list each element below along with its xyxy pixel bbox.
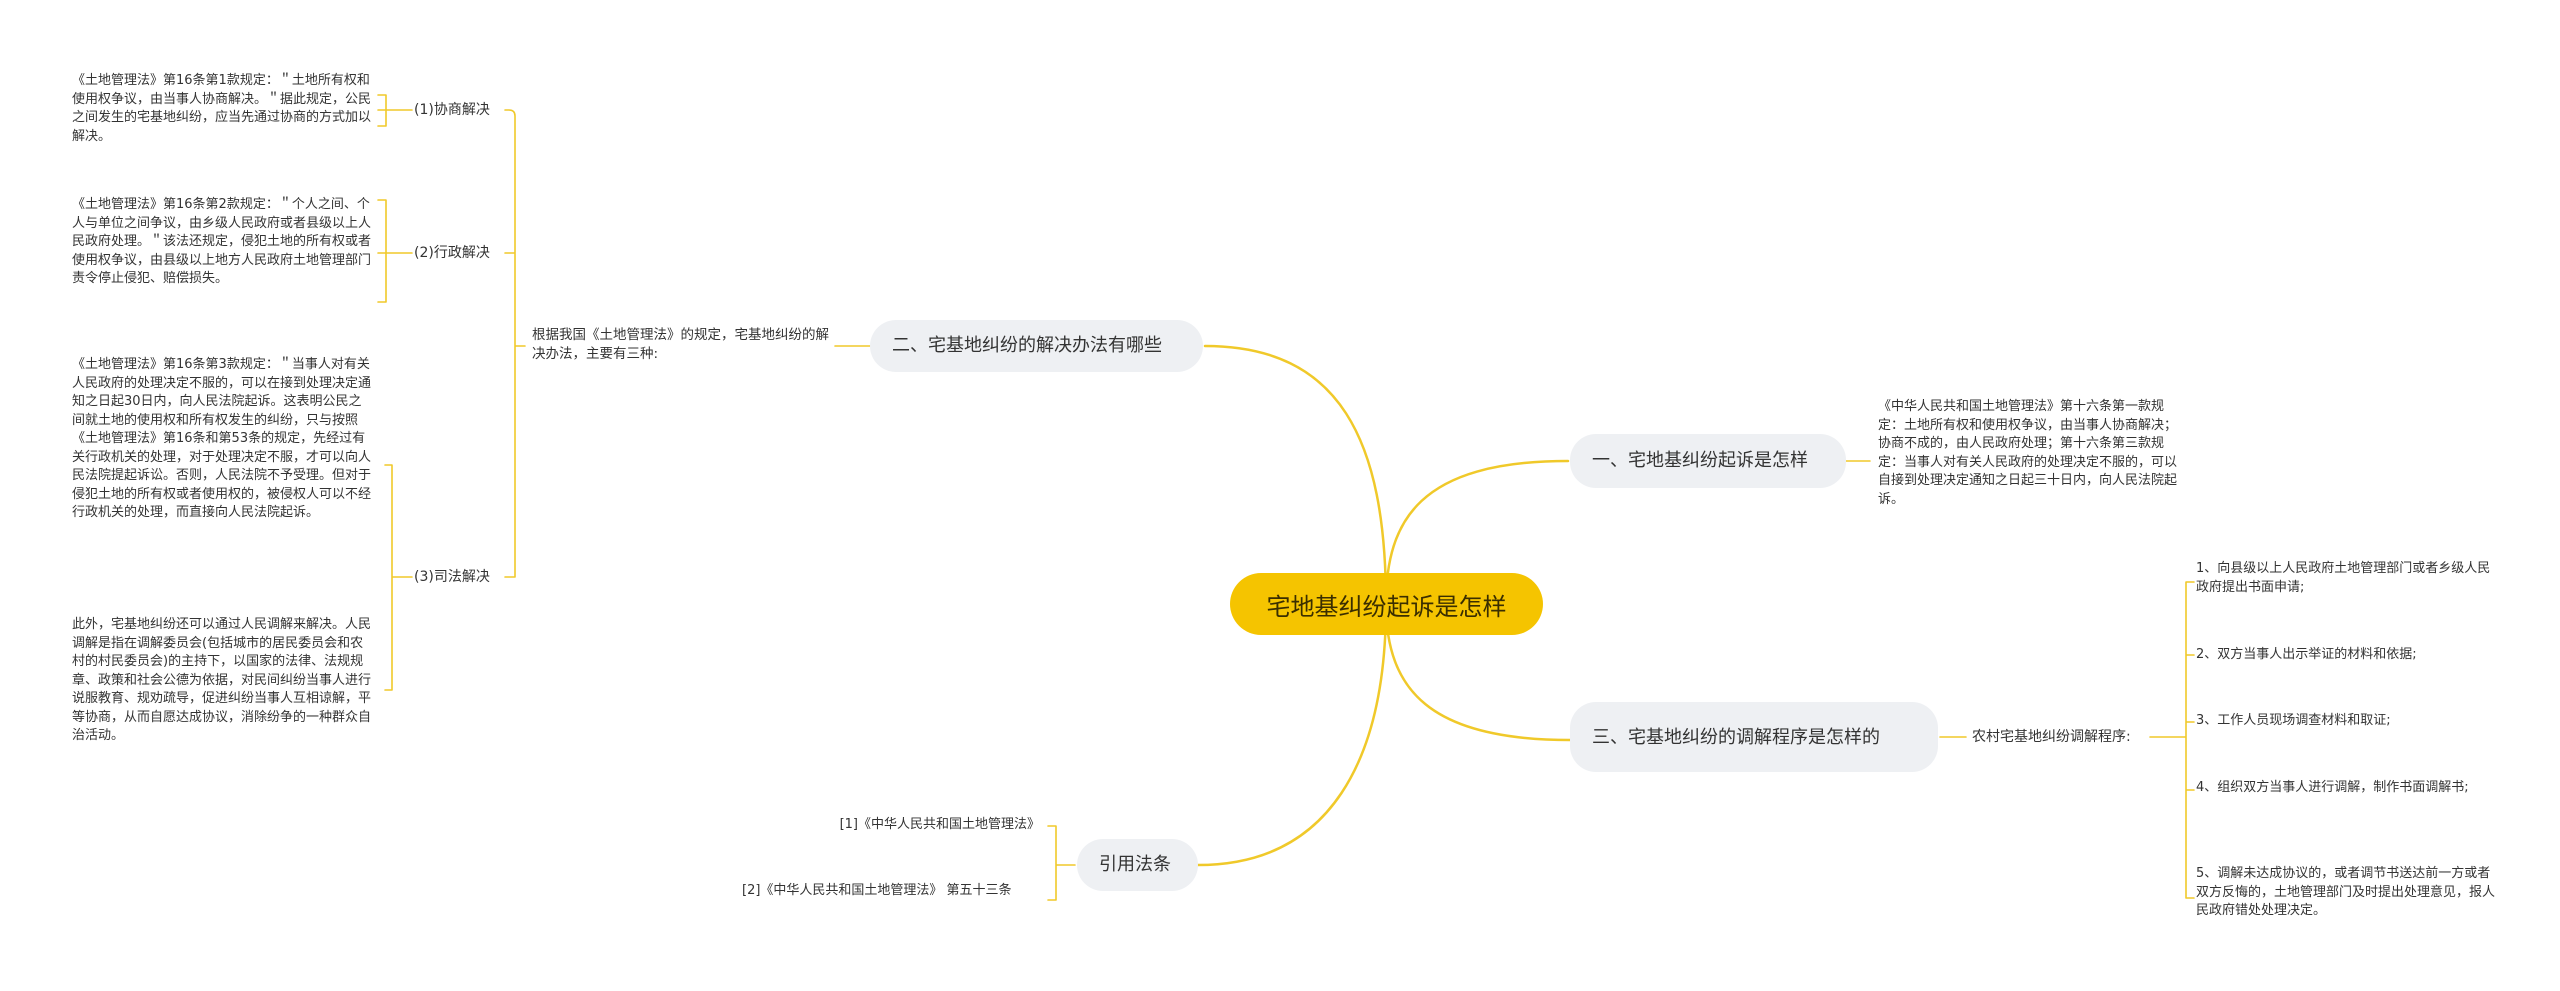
method-2-label: (2)行政解决: [414, 245, 490, 261]
ref-item-2: [2]《中华人民共和国土地管理法》 第五十三条: [742, 883, 1012, 898]
method-3-extra-text: 此外，宅基地纠纷还可以通过人民调解来解决。人民调解是指在调解委员会(包括城市的居…: [72, 617, 372, 743]
branch-2-node[interactable]: 二、宅基地纠纷的解决办法有哪些: [870, 320, 1203, 372]
method-2-text: 《土地管理法》第16条第2款规定：＂个人之间、个人与单位之间争议，由乡级人民政府…: [72, 197, 372, 286]
branch-3-node[interactable]: 三、宅基地纠纷的调解程序是怎样的: [1570, 702, 1938, 772]
link-root-b1: [1384, 459, 1570, 606]
method-1-label: (1)协商解决: [414, 102, 490, 118]
branch-2-label: 二、宅基地纠纷的解决办法有哪些: [892, 335, 1162, 356]
step-2: 2、双方当事人出示举证的材料和依据;: [2196, 647, 2417, 662]
branch-1-detail: 《中华人民共和国土地管理法》第十六条第一款规定：土地所有权和使用权争议，由当事人…: [1878, 399, 2178, 507]
branch-1-node[interactable]: 一、宅地基纠纷起诉是怎样: [1570, 434, 1846, 488]
bracket-m3: [384, 464, 413, 691]
method-3-label: (3)司法解决: [414, 569, 490, 585]
method-1-text: 《土地管理法》第16条第1款规定：＂土地所有权和使用权争议，由当事人协商解决。＂…: [72, 73, 372, 144]
bracket-steps: [2149, 581, 2195, 899]
step-4: 4、组织双方当事人进行调解，制作书面调解书;: [2196, 780, 2469, 795]
root-topic-label: 宅地基纠纷起诉是怎样: [1266, 592, 1507, 621]
link-root-b3: [1384, 602, 1572, 742]
branch-1-label: 一、宅地基纠纷起诉是怎样: [1592, 450, 1808, 471]
bracket-m1: [377, 94, 413, 127]
bracket-m2: [377, 199, 413, 303]
step-3: 3、工作人员现场调查材料和取证;: [2196, 713, 2391, 728]
bracket-methods: [504, 109, 526, 578]
step-1: 1、向县级以上人民政府土地管理部门或者乡级人民政府提出书面申请;: [2196, 561, 2491, 595]
branch-3-intro: 农村宅基地纠纷调解程序:: [1972, 729, 2131, 745]
bracket-refs: [1047, 825, 1076, 901]
refs-node[interactable]: 引用法条: [1077, 839, 1198, 891]
branch-2-intro: 根据我国《土地管理法》的规定，宅基地纠纷的解决办法，主要有三种:: [532, 327, 829, 362]
ref-item-1: [1]《中华人民共和国土地管理法》: [839, 817, 1040, 832]
method-3-text: 《土地管理法》第16条第3款规定：＂当事人对有关人民政府的处理决定不服的，可以在…: [72, 357, 372, 520]
link-root-refs: [1196, 602, 1388, 867]
refs-label: 引用法条: [1099, 854, 1171, 875]
root-topic[interactable]: 宅地基纠纷起诉是怎样: [1230, 573, 1543, 635]
branch-3-label: 三、宅基地纠纷的调解程序是怎样的: [1592, 727, 1880, 748]
step-5: 5、调解未达成协议的，或者调节书送达前一方或者双方反悔的，土地管理部门及时提出处…: [2196, 866, 2496, 918]
link-root-b2: [1203, 344, 1388, 606]
